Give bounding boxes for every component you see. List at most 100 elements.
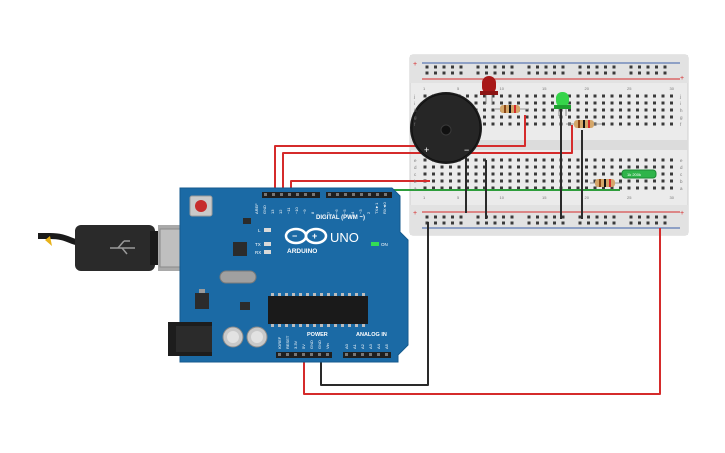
header-pin[interactable] xyxy=(304,193,307,196)
header-pin[interactable] xyxy=(336,193,339,196)
header-pin[interactable] xyxy=(286,353,289,356)
chip-pin xyxy=(327,324,330,327)
bb-hole xyxy=(619,179,622,183)
digital-pin-label: 7 xyxy=(326,211,331,214)
bb-rail-hole xyxy=(612,71,616,75)
wire-gnd-black[interactable] xyxy=(320,222,429,386)
resistor-3[interactable] xyxy=(590,179,622,187)
header-pin[interactable] xyxy=(278,353,281,356)
bb-row-letter: c xyxy=(680,172,683,177)
bb-hole xyxy=(661,108,665,112)
header-pin[interactable] xyxy=(264,193,267,196)
analog-pin-label: A3 xyxy=(368,343,373,349)
bb-hole xyxy=(534,108,537,112)
bb-hole xyxy=(636,165,639,169)
bb-rail-hole xyxy=(451,65,454,69)
bb-rail-hole xyxy=(629,71,633,75)
header-pin[interactable] xyxy=(272,193,275,196)
header-pin[interactable] xyxy=(360,193,363,196)
resistor-2[interactable] xyxy=(566,120,602,128)
bb-hole xyxy=(661,179,665,183)
bb-rail-hole xyxy=(544,221,548,225)
bb-hole xyxy=(466,165,469,169)
header-pin[interactable] xyxy=(312,193,315,196)
bb-hole xyxy=(636,101,639,105)
header-pin[interactable] xyxy=(288,193,291,196)
header-pin[interactable] xyxy=(369,353,372,356)
reset-button[interactable] xyxy=(189,195,213,217)
bb-rail-hole xyxy=(510,71,514,75)
bb-hole xyxy=(483,94,486,98)
header-pin[interactable] xyxy=(294,353,297,356)
small-chip xyxy=(240,302,250,310)
led-red[interactable] xyxy=(480,76,498,104)
bb-hole xyxy=(440,165,444,169)
header-pin[interactable] xyxy=(318,353,321,356)
bb-hole xyxy=(610,172,614,176)
resistor-1[interactable] xyxy=(494,105,528,113)
bb-rail-hole xyxy=(459,221,463,225)
header-pin[interactable] xyxy=(385,353,388,356)
chip-pin xyxy=(334,324,337,327)
power-jack[interactable] xyxy=(168,322,212,356)
bb-hole xyxy=(576,179,580,183)
chip-pin xyxy=(348,293,351,296)
bb-hole xyxy=(491,115,495,119)
sensor-component[interactable] xyxy=(621,169,657,179)
bb-hole xyxy=(542,122,546,126)
header-pin[interactable] xyxy=(352,193,355,196)
header-pin[interactable] xyxy=(361,353,364,356)
bb-hole xyxy=(585,186,588,190)
header-pin[interactable] xyxy=(344,193,347,196)
bb-hole xyxy=(457,172,461,176)
bb-rail-hole xyxy=(663,215,667,219)
bb-hole xyxy=(602,122,605,126)
bb-rail-hole xyxy=(587,221,590,225)
header-pin[interactable] xyxy=(302,353,305,356)
led-green[interactable] xyxy=(554,92,571,116)
header-pin[interactable] xyxy=(326,353,329,356)
bb-rail-hole xyxy=(595,215,599,219)
header-pin[interactable] xyxy=(296,193,299,196)
header-pin[interactable] xyxy=(310,353,313,356)
bb-rail-hole xyxy=(527,71,531,75)
bb-hole xyxy=(610,158,614,162)
header-pin[interactable] xyxy=(376,193,379,196)
bb-rail-hole xyxy=(638,215,641,219)
bb-rail-plus-top: + xyxy=(413,61,417,68)
header-pin[interactable] xyxy=(345,353,348,356)
bb-row-letter: d xyxy=(680,165,683,170)
header-pin[interactable] xyxy=(377,353,380,356)
bb-col-number: 1 xyxy=(423,86,426,91)
header-pin[interactable] xyxy=(328,193,331,196)
bb-hole xyxy=(474,179,478,183)
bb-hole xyxy=(551,101,554,105)
bb-rail-hole xyxy=(434,71,437,75)
bb-hole xyxy=(576,165,580,169)
analog-header[interactable] xyxy=(343,352,391,358)
chip-pin xyxy=(341,293,344,296)
header-pin[interactable] xyxy=(280,193,283,196)
wires[interactable] xyxy=(274,100,661,395)
bb-hole xyxy=(542,94,546,98)
bb-hole xyxy=(508,186,512,190)
power-pin-label: IOREF xyxy=(277,336,282,349)
bb-col-number: 30 xyxy=(670,86,675,91)
header-pin[interactable] xyxy=(384,193,387,196)
bb-hole xyxy=(440,186,444,190)
wire-pin13-red[interactable] xyxy=(274,115,526,193)
header-pin[interactable] xyxy=(368,193,371,196)
chip-pin xyxy=(292,324,295,327)
header-pin[interactable] xyxy=(353,353,356,356)
digital-pin-label: 13 xyxy=(270,209,275,214)
bb-hole xyxy=(602,158,605,162)
piezo-buzzer[interactable] xyxy=(410,92,482,164)
bb-rail-hole xyxy=(544,71,548,75)
wire-5v-red[interactable] xyxy=(303,228,661,395)
bb-hole xyxy=(627,122,631,126)
digital-header-right[interactable] xyxy=(326,192,392,198)
bb-col-number: 5 xyxy=(457,195,460,200)
bb-rail-hole xyxy=(595,221,599,225)
bb-col-number: 5 xyxy=(457,86,460,91)
bb-rail-hole xyxy=(476,65,480,69)
